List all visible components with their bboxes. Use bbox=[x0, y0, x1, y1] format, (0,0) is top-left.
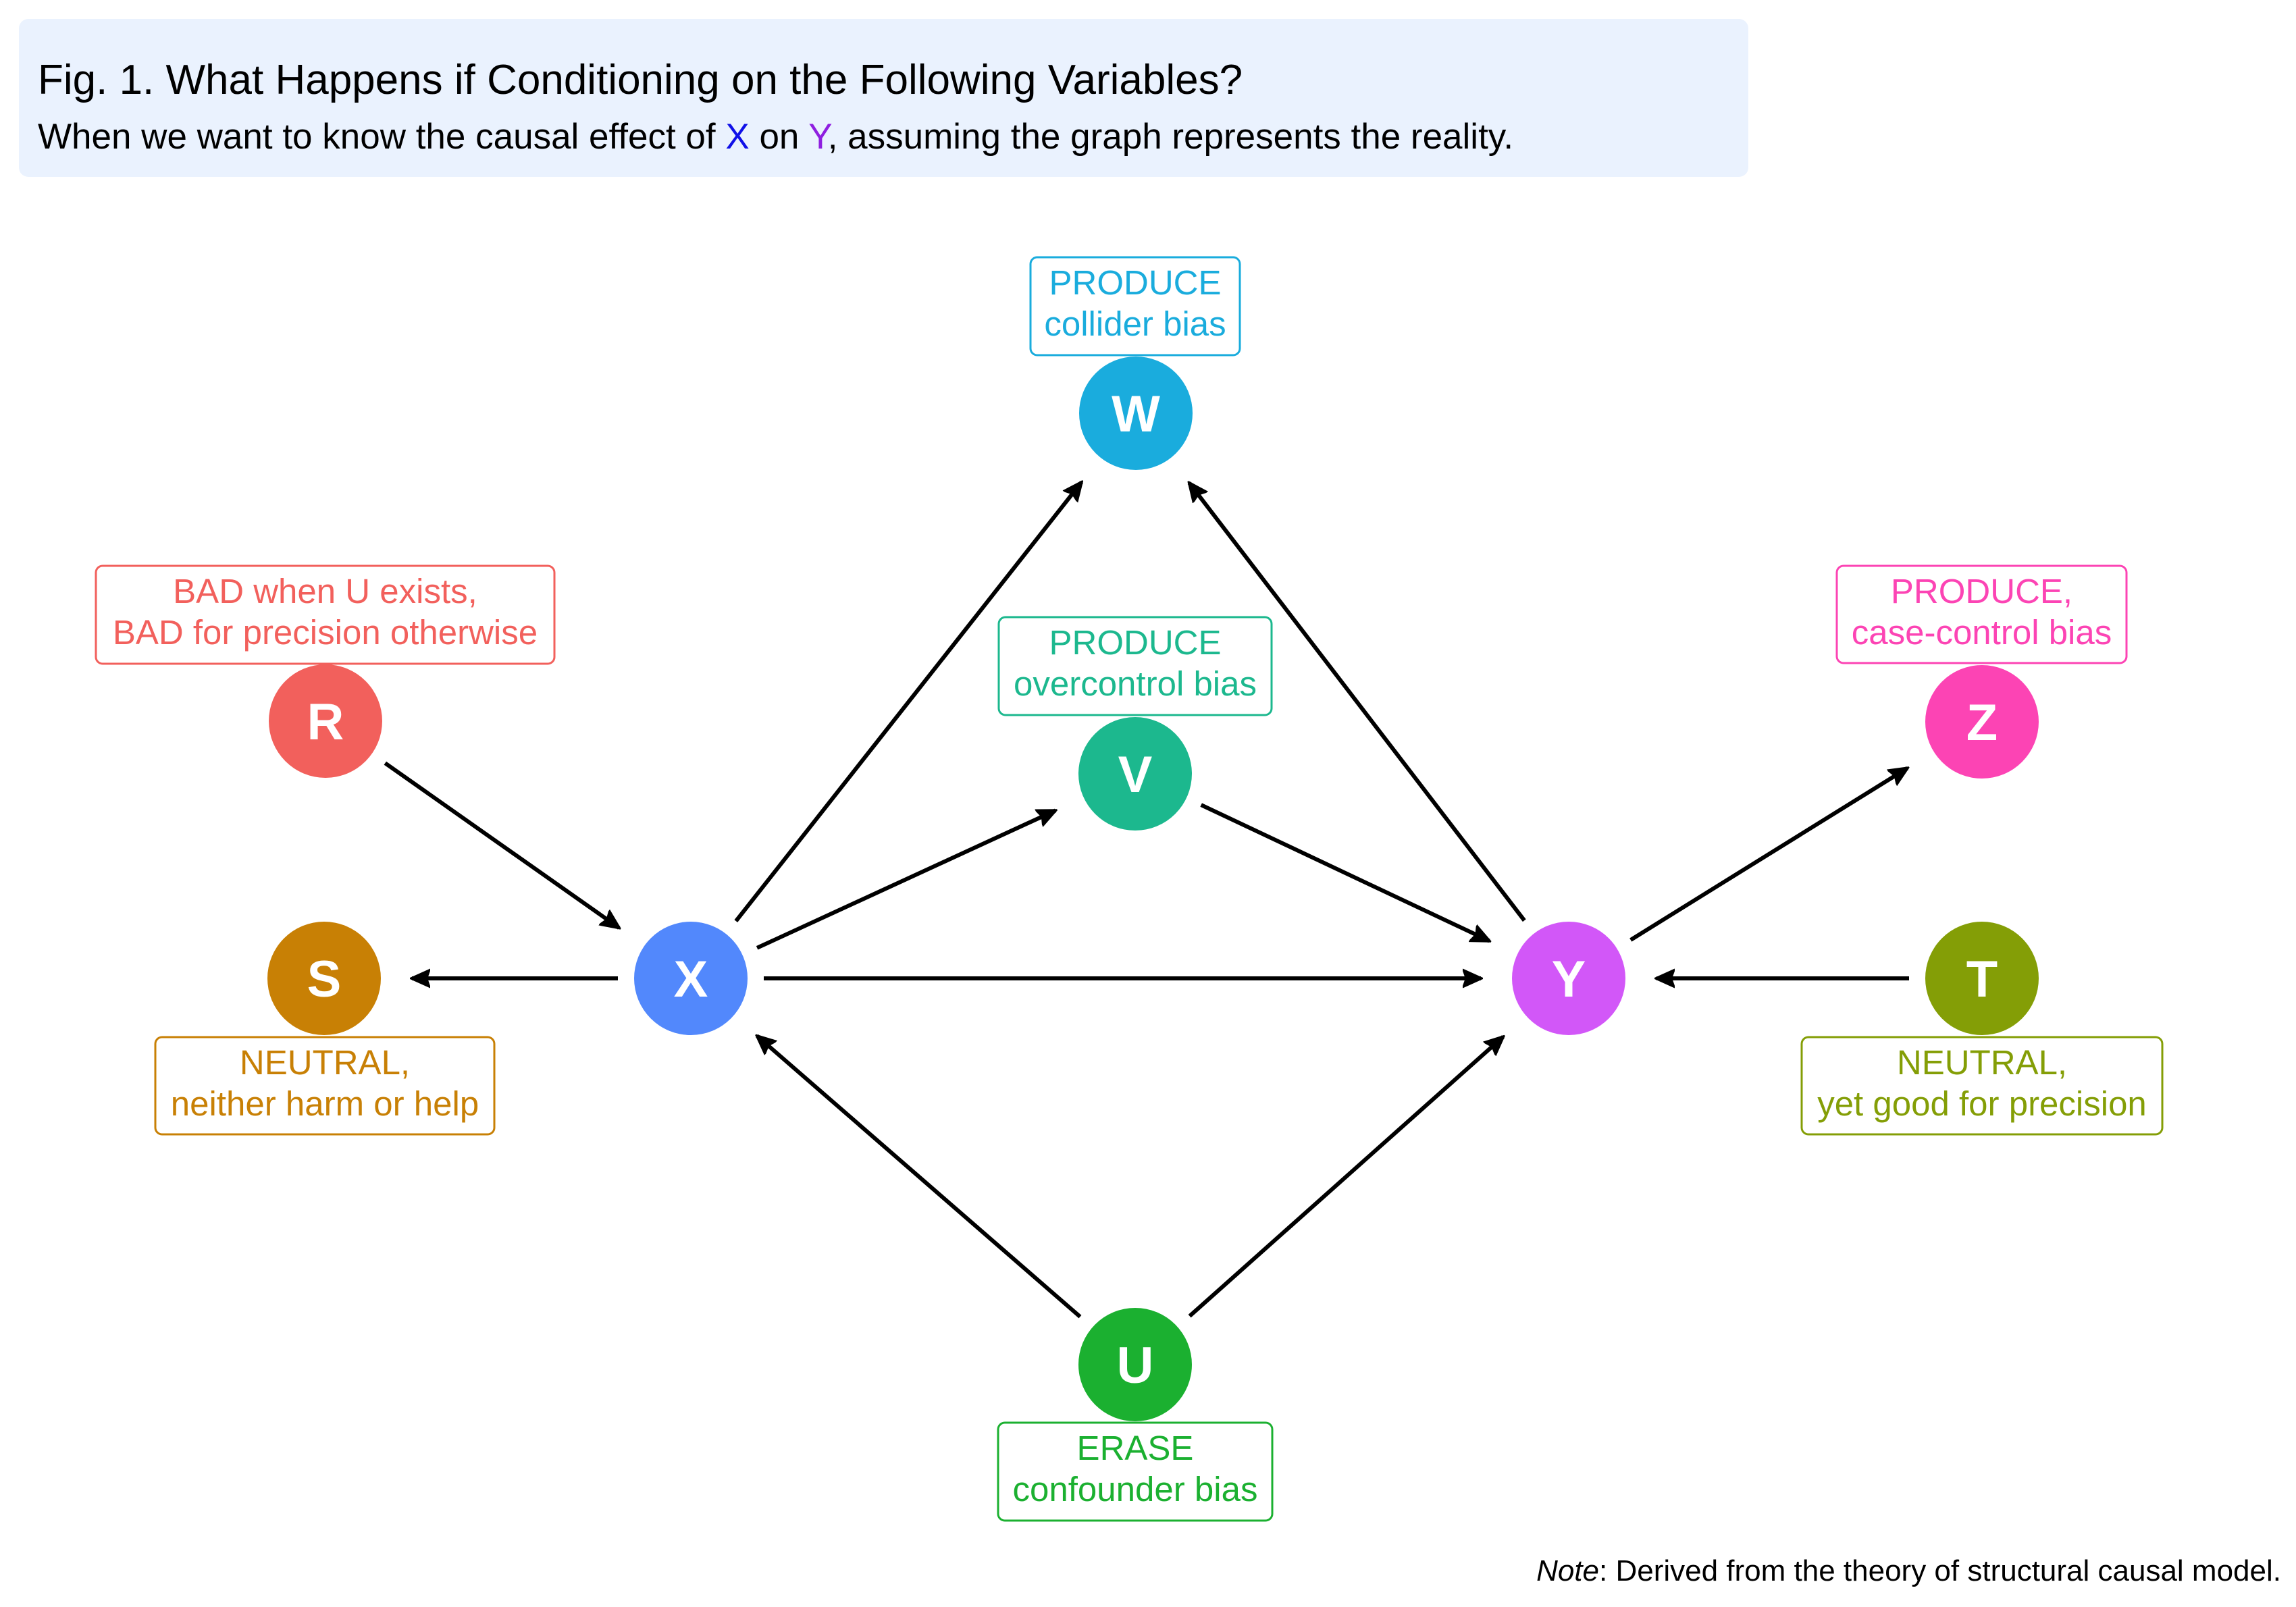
subtitle-prefix: When we want to know the causal effect o… bbox=[38, 117, 726, 157]
label-r: BAD when U exists,BAD for precision othe… bbox=[95, 564, 556, 665]
node-letter: R bbox=[307, 693, 344, 751]
node-s: S bbox=[267, 922, 381, 1035]
label-line: case-control bias bbox=[1852, 613, 2112, 652]
label-box bbox=[95, 564, 556, 665]
edge-x-to-v bbox=[756, 808, 1055, 950]
label-line: BAD for precision otherwise bbox=[113, 613, 538, 652]
edges-layer bbox=[384, 482, 1909, 1319]
subtitle-suffix: , assuming the graph represents the real… bbox=[827, 117, 1514, 157]
edge-r-to-x bbox=[384, 761, 619, 928]
label-s: NEUTRAL,neither harm or help bbox=[154, 1036, 496, 1136]
label-line: overcontrol bias bbox=[1014, 664, 1257, 703]
node-circle bbox=[1078, 1308, 1192, 1421]
node-letter: Z bbox=[1966, 694, 1998, 752]
figure-title: Fig. 1. What Happens if Conditioning on … bbox=[38, 57, 1243, 103]
subtitle-y-variable: Y bbox=[808, 117, 828, 157]
edge-u-to-x bbox=[757, 1036, 1082, 1319]
label-box bbox=[1800, 1036, 2164, 1136]
node-circle bbox=[1512, 922, 1625, 1035]
edge-u-to-y bbox=[1188, 1036, 1503, 1318]
node-circle bbox=[1078, 717, 1192, 831]
note-prefix: Note bbox=[1536, 1554, 1600, 1587]
label-box bbox=[1835, 564, 2128, 664]
node-circle bbox=[634, 922, 748, 1035]
node-letter: V bbox=[1118, 746, 1153, 804]
label-line: BAD when U exists, bbox=[173, 572, 477, 610]
figure-header: Fig. 1. What Happens if Conditioning on … bbox=[19, 19, 1748, 177]
node-w: W bbox=[1079, 357, 1193, 470]
node-letter: Y bbox=[1552, 951, 1586, 1008]
node-letter: W bbox=[1112, 386, 1160, 443]
node-y: Y bbox=[1512, 922, 1625, 1035]
subtitle-mid: on bbox=[749, 117, 809, 157]
nodes-layer: W R V Z S X Y T U bbox=[267, 357, 2039, 1421]
note-text: : Derived from the theory of structural … bbox=[1599, 1554, 2281, 1587]
edge-y-to-w bbox=[1189, 483, 1526, 922]
figure-subtitle: When we want to know the causal effect o… bbox=[38, 119, 1513, 155]
node-t: T bbox=[1925, 922, 2039, 1035]
label-line: neither harm or help bbox=[171, 1084, 479, 1123]
node-z: Z bbox=[1925, 665, 2039, 779]
node-circle bbox=[1925, 665, 2039, 779]
edge-y-to-z bbox=[1629, 766, 1908, 942]
edge-x-to-w bbox=[734, 482, 1082, 923]
node-circle bbox=[1079, 357, 1193, 470]
label-line: ERASE bbox=[1077, 1429, 1194, 1467]
label-line: yet good for precision bbox=[1817, 1084, 2147, 1123]
node-letter: X bbox=[674, 951, 708, 1008]
node-letter: T bbox=[1966, 951, 1998, 1008]
edge-v-to-y bbox=[1200, 803, 1490, 943]
label-line: NEUTRAL, bbox=[240, 1043, 410, 1082]
node-circle bbox=[1925, 922, 2039, 1035]
label-line: PRODUCE bbox=[1049, 623, 1221, 662]
node-r: R bbox=[269, 664, 382, 778]
node-v: V bbox=[1078, 717, 1192, 831]
node-circle bbox=[267, 922, 381, 1035]
label-box bbox=[997, 616, 1273, 716]
label-box bbox=[1029, 256, 1241, 357]
node-circle bbox=[269, 664, 382, 778]
label-z: PRODUCE,case-control bias bbox=[1835, 564, 2128, 664]
label-line: PRODUCE, bbox=[1891, 572, 2072, 610]
subtitle-x-variable: X bbox=[725, 117, 750, 157]
label-line: collider bias bbox=[1044, 305, 1226, 343]
label-t: NEUTRAL,yet good for precision bbox=[1800, 1036, 2164, 1136]
node-x: X bbox=[634, 922, 748, 1035]
label-box bbox=[997, 1421, 1274, 1522]
label-line: PRODUCE bbox=[1049, 263, 1221, 302]
node-u: U bbox=[1078, 1308, 1192, 1421]
label-line: NEUTRAL, bbox=[1897, 1043, 2067, 1082]
label-line: confounder bias bbox=[1013, 1470, 1258, 1508]
label-box bbox=[154, 1036, 496, 1136]
node-letter: S bbox=[307, 951, 342, 1008]
node-letter: U bbox=[1117, 1337, 1154, 1394]
figure-note: Note: Derived from the theory of structu… bbox=[1536, 1556, 2281, 1586]
